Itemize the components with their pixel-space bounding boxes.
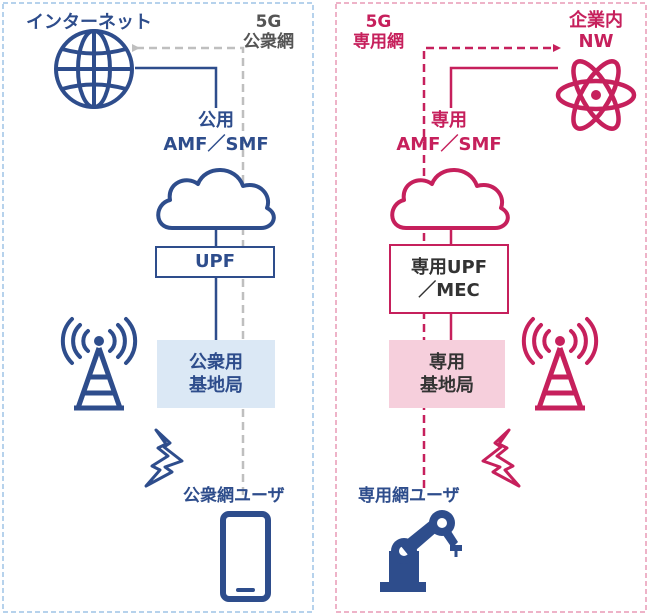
private-base-station-label-line-1: 専用: [429, 351, 465, 373]
smartphone-icon: [220, 511, 271, 602]
public-antenna-icon: [60, 317, 138, 411]
private-user-label: 専用網ユーザ: [358, 486, 460, 506]
public-lightning-icon: [144, 428, 184, 488]
enterprise-network-label-line-1: 企業内: [569, 10, 623, 31]
public-core-label: 公用 AMF／SMF: [158, 109, 274, 158]
public-base-station-label-line-2: 基地局: [189, 375, 243, 396]
robot-arm-icon: [380, 510, 462, 592]
public-network-label: 5G 公衆網: [243, 12, 294, 52]
private-core-label-line-2: AMF／SMF: [396, 134, 502, 156]
public-core-label-line-1: 公用: [198, 110, 234, 131]
public-core-label-line-2: AMF／SMF: [163, 134, 269, 156]
private-base-station-box: 専用 基地局: [389, 340, 505, 408]
private-antenna-icon: [521, 317, 599, 411]
private-core-label-line-1: 専用: [431, 110, 467, 131]
public-base-station-label-line-1: 公衆用: [189, 351, 243, 373]
atom-icon: [555, 59, 637, 131]
private-upf-label-line-1: 専用UPF: [410, 256, 488, 278]
public-network-label-line-1: 5G: [255, 12, 282, 32]
private-lightning-icon: [481, 428, 521, 488]
upf-box: UPF: [155, 246, 275, 278]
globe-icon: [54, 29, 134, 109]
private-upf-box: 専用UPF ／MEC: [389, 244, 509, 314]
public-user-label: 公衆網ユーザ: [183, 486, 285, 506]
private-network-panel: [335, 2, 647, 613]
public-base-station-box: 公衆用 基地局: [157, 340, 275, 408]
public-network-panel: [2, 2, 314, 613]
private-network-label-line-1: 5G: [365, 12, 392, 32]
private-upf-label-line-2: ／MEC: [418, 280, 480, 301]
enterprise-link-line: [449, 66, 558, 108]
private-cloud-icon: [390, 168, 510, 230]
enterprise-network-label-line-2: NW: [578, 30, 614, 52]
public-network-label-line-2: 公衆網: [243, 31, 294, 52]
private-base-station-label-line-2: 基地局: [420, 375, 474, 396]
private-network-label: 5G 専用網: [353, 12, 404, 52]
private-core-label: 専用 AMF／SMF: [389, 109, 509, 158]
enterprise-network-label: 企業内 NW: [558, 10, 634, 52]
internet-label: インターネット: [26, 12, 152, 33]
private-network-label-line-2: 専用網: [353, 31, 404, 52]
internet-link-line: [135, 66, 218, 108]
public-cloud-icon: [156, 168, 276, 230]
upf-label: UPF: [194, 251, 236, 273]
